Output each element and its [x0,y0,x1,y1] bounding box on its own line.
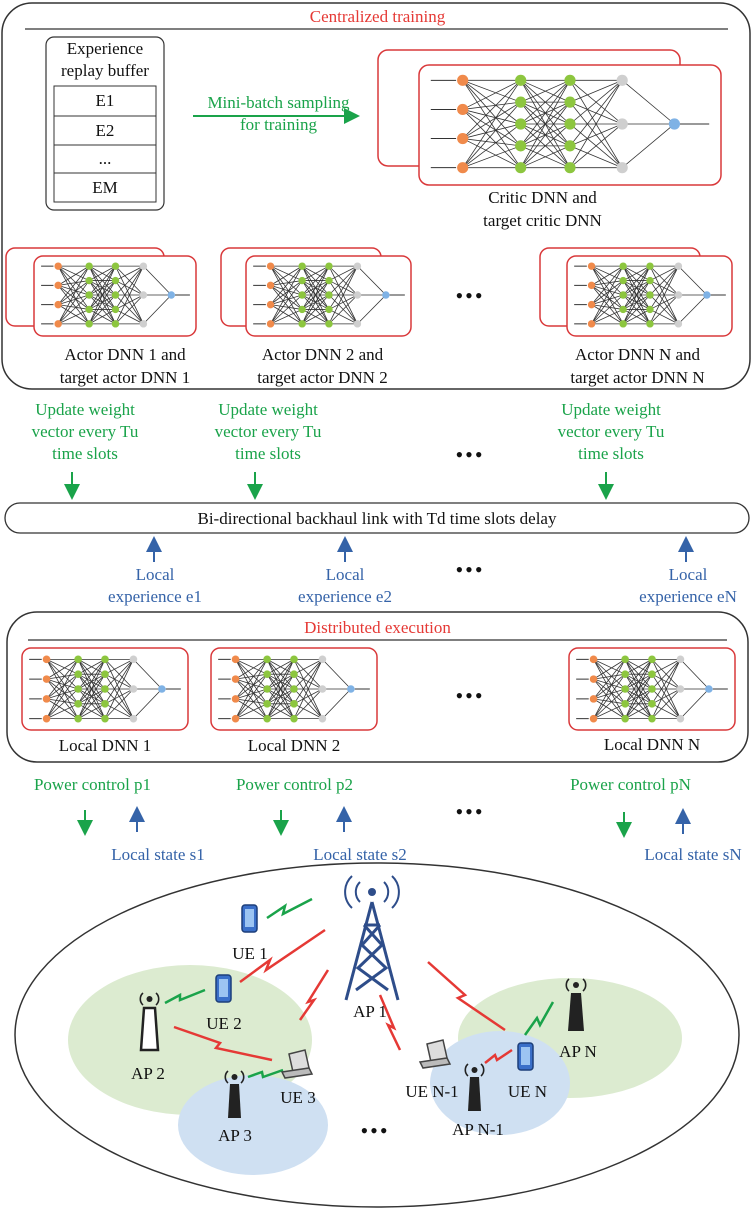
local-1-network-graph [29,655,181,723]
network-ellipsis: ••• [360,1118,390,1143]
power-control-n: Power control pN [570,775,691,794]
power-ellipsis: ••• [455,799,485,824]
distributed-execution-box [6,611,749,763]
label-ap3: AP 3 [218,1126,252,1145]
local-state-1: Local state s1 [111,845,205,864]
apn1-antenna-icon [464,1063,485,1111]
cell-ap3-zone [178,1075,328,1175]
centralized-training-title: Centralized training [309,7,446,26]
ue3-laptop-icon [280,1049,314,1079]
actor-1-network-graph [41,262,190,328]
local-networks [29,655,728,723]
power-control-1: Power control p1 [33,775,152,794]
update-ellipsis: ••• [455,442,485,467]
uen-phone-icon [517,1042,534,1071]
distributed-execution-title: Distributed execution [304,618,451,637]
label-ap1: AP 1 [353,1002,387,1021]
local-dnn-ellipsis: ••• [455,683,485,708]
apn-antenna-icon [565,978,587,1031]
uen1-laptop-icon [418,1039,452,1069]
local-state-n: Local state sN [644,845,742,864]
local-dnn-n-label: Local DNN N [603,735,701,754]
actor-ellipsis: ••• [455,283,485,308]
buffer-entry-1: E1 [95,91,115,110]
local-state-2: Local state s2 [313,845,407,864]
actor-n-network-graph [574,262,726,328]
local-n-network-graph [576,655,728,723]
ue1-phone-icon [241,904,258,933]
ap3-antenna-icon [224,1070,245,1118]
experience-ellipsis: ••• [455,557,485,582]
actor-networks [41,262,726,328]
centralized-training-box [1,2,751,390]
label-ue1: UE 1 [232,944,268,963]
label-uen1: UE N-1 [405,1082,459,1101]
label-apn: AP N [559,1042,597,1061]
local-dnn-1-label: Local DNN 1 [58,736,152,755]
actor-2-network-graph [253,262,405,328]
ap1-tower-icon [344,875,400,1001]
buffer-entry-m: EM [92,178,118,197]
ap2-antenna-icon [139,992,160,1052]
backhaul-label: Bi-directional backhaul link with Td tim… [197,509,557,528]
label-ue3: UE 3 [280,1088,316,1107]
label-ap2: AP 2 [131,1064,165,1083]
ue2-phone-icon [215,974,232,1003]
power-control-2: Power control p2 [235,775,354,794]
label-uen: UE N [507,1082,548,1101]
cell-apn1-zone [430,1031,570,1135]
buffer-entry-ellipsis: ... [98,149,112,168]
local-2-network-graph [218,655,370,723]
label-ue2: UE 2 [206,1014,242,1033]
critic-network [430,74,710,174]
buffer-entry-2: E2 [95,121,115,140]
label-apn1: AP N-1 [452,1120,504,1139]
backhaul-link-bar [4,502,750,534]
critic-network-graph [430,74,710,174]
local-dnn-2-label: Local DNN 2 [247,736,341,755]
